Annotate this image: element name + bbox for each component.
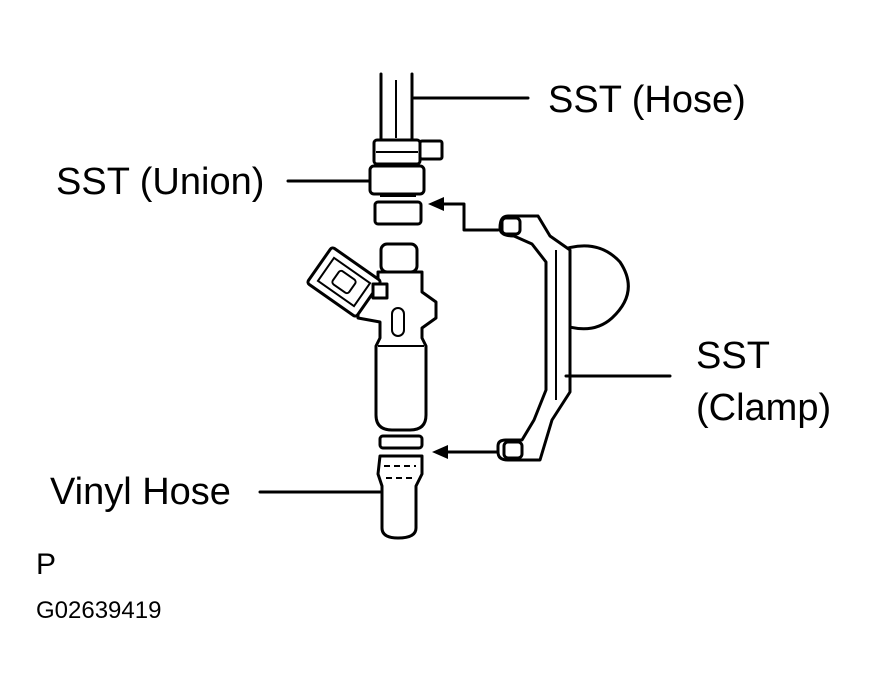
label-vinyl-hose: Vinyl Hose	[50, 471, 231, 513]
clamp-arrow-upper	[428, 197, 500, 232]
p-mark: P	[36, 548, 56, 581]
label-sst-clamp-line2: (Clamp)	[696, 387, 831, 429]
label-sst-union: SST (Union)	[56, 161, 264, 203]
sst-clamp	[496, 214, 630, 462]
figure-code: G02639419	[36, 597, 161, 624]
vinyl-hose	[376, 454, 424, 540]
label-sst-hose: SST (Hose)	[548, 79, 746, 121]
sst-hose	[379, 72, 414, 142]
sst-union	[368, 138, 444, 226]
label-sst-clamp-line1: SST	[696, 335, 770, 377]
fuel-injector	[306, 242, 438, 450]
clamp-arrow-lower	[432, 445, 500, 459]
